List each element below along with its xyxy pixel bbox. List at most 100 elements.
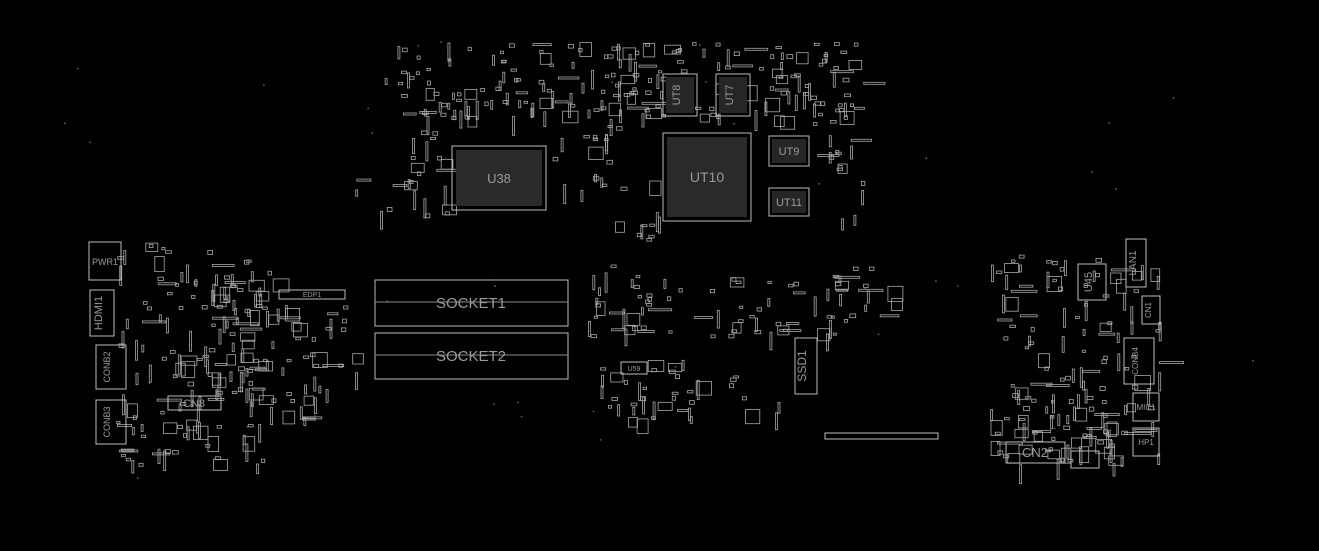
chip-ut8[interactable]: UT8	[662, 73, 698, 117]
passive-footprint	[250, 393, 254, 407]
chip-u45[interactable]: U45	[1077, 263, 1107, 301]
passive-footprint	[386, 207, 393, 212]
passive-footprint	[295, 336, 301, 341]
passive-footprint	[427, 80, 431, 86]
passive-footprint	[588, 320, 591, 337]
passive-footprint	[835, 150, 840, 154]
passive-footprint	[775, 321, 782, 327]
via-dot	[935, 280, 937, 282]
passive-footprint	[127, 403, 138, 418]
passive-footprint	[499, 50, 504, 55]
passive-footprint	[539, 50, 544, 54]
via-dot	[957, 285, 959, 287]
passive-footprint	[239, 371, 243, 393]
passive-footprint	[842, 77, 850, 83]
passive-footprint	[231, 342, 235, 353]
passive-footprint	[224, 275, 230, 280]
passive-footprint	[249, 366, 266, 370]
passive-footprint	[492, 54, 496, 66]
passive-footprint	[186, 426, 190, 441]
passive-footprint	[631, 90, 638, 95]
usb-board-connector-2[interactable]: CONB2	[95, 344, 127, 390]
passive-footprint	[125, 318, 129, 330]
memory-socket-1[interactable]: SOCKET1	[374, 279, 569, 327]
passive-footprint	[869, 266, 875, 271]
passive-footprint	[581, 82, 585, 94]
via-dot	[64, 122, 66, 124]
hdmi-connector[interactable]: HDMI1	[89, 289, 115, 337]
connector-cn8[interactable]: CN8	[167, 395, 222, 411]
passive-footprint	[1107, 321, 1113, 326]
passive-footprint	[245, 388, 249, 403]
passive-footprint	[1020, 314, 1038, 318]
passive-footprint	[170, 350, 176, 354]
via-dot	[263, 84, 265, 86]
passive-footprint	[733, 51, 740, 57]
passive-footprint	[140, 424, 144, 432]
passive-footprint	[1052, 394, 1055, 414]
passive-footprint	[671, 391, 679, 395]
passive-footprint	[215, 389, 219, 400]
ssd-connector[interactable]: SSD1	[794, 337, 818, 395]
passive-footprint	[120, 454, 126, 458]
chip-u59[interactable]: U59	[620, 361, 648, 375]
passive-footprint	[1045, 406, 1049, 414]
connector-cn2[interactable]: CN2	[1005, 441, 1066, 464]
passive-footprint	[692, 42, 697, 46]
passive-footprint	[175, 282, 179, 287]
passive-footprint	[178, 305, 184, 310]
passive-footprint	[613, 94, 620, 98]
passive-footprint	[329, 318, 333, 339]
display-connector-edp1[interactable]: EDP1	[278, 289, 346, 300]
passive-footprint	[633, 285, 640, 290]
passive-footprint	[604, 272, 608, 293]
passive-footprint	[699, 113, 710, 123]
passive-footprint	[398, 81, 404, 86]
passive-footprint	[466, 106, 470, 120]
chip-ut11[interactable]: UT11	[768, 187, 810, 217]
passive-footprint	[571, 61, 575, 69]
lan-connector[interactable]: LAN1	[1125, 238, 1147, 288]
passive-footprint	[996, 270, 1003, 274]
passive-footprint	[732, 322, 742, 334]
passive-footprint	[655, 212, 659, 233]
passive-footprint	[1133, 289, 1139, 293]
passive-footprint	[826, 288, 830, 302]
passive-footprint	[835, 108, 840, 113]
usb-board-connector-4[interactable]: CONB4	[1123, 337, 1155, 385]
passive-footprint	[247, 424, 254, 428]
via-dot	[1032, 342, 1035, 345]
passive-footprint	[994, 431, 1001, 436]
passive-footprint	[430, 136, 436, 140]
usb-board-connector-3[interactable]: CONB3	[95, 399, 127, 445]
passive-footprint	[646, 293, 653, 298]
power-connector[interactable]: PWR1	[88, 241, 122, 281]
passive-footprint	[828, 135, 832, 148]
passive-footprint	[637, 294, 642, 299]
chip-ut7[interactable]: UT7	[715, 73, 751, 117]
cpu-u38[interactable]: U38	[451, 145, 547, 211]
passive-footprint	[1075, 315, 1080, 319]
via-dot	[818, 183, 820, 185]
passive-footprint	[131, 427, 135, 436]
via-dot	[371, 132, 374, 134]
chip-ut9[interactable]: UT9	[768, 135, 810, 167]
passive-footprint	[839, 111, 855, 126]
passive-footprint	[677, 409, 689, 412]
passive-footprint	[754, 330, 762, 335]
passive-footprint	[1086, 395, 1094, 400]
gpu-ut10[interactable]: UT10	[662, 132, 752, 222]
passive-footprint	[780, 52, 784, 61]
microphone-connector[interactable]: MIC1	[1132, 392, 1160, 422]
memory-socket-2[interactable]: SOCKET2	[374, 332, 569, 380]
passive-footprint	[558, 76, 580, 80]
passive-footprint	[227, 294, 231, 302]
passive-footprint	[728, 333, 735, 339]
headphone-jack[interactable]: HP1	[1132, 427, 1160, 457]
passive-footprint	[594, 173, 597, 183]
passive-footprint	[1082, 433, 1088, 438]
connector-cn1[interactable]: CN1	[1141, 295, 1161, 325]
passive-footprint	[1081, 349, 1086, 353]
ut7-label: UT7	[724, 85, 736, 106]
passive-footprint	[214, 362, 227, 366]
